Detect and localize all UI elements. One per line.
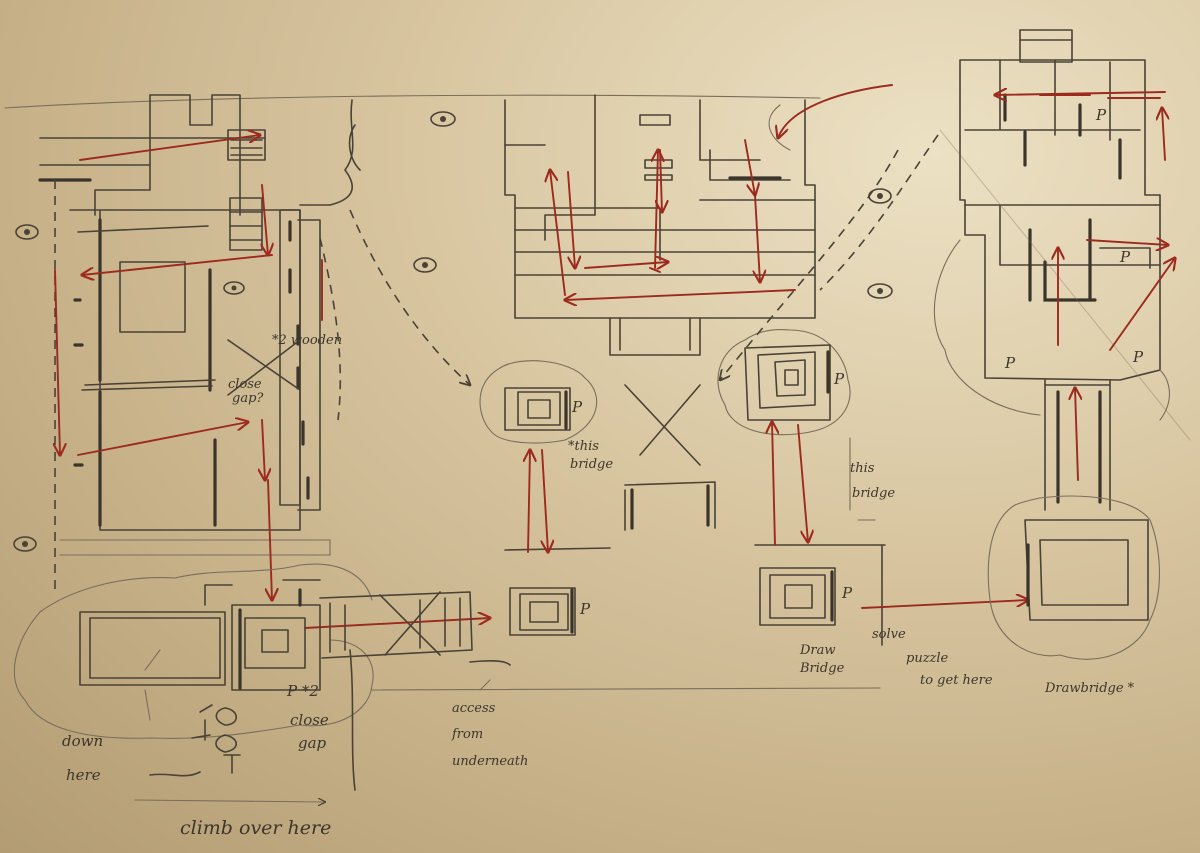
eye-icon	[15, 224, 39, 240]
label-access-underneath: access from underneath	[451, 701, 528, 769]
center-red-arrows	[550, 84, 893, 300]
svg-text:underneath: underneath	[452, 754, 528, 769]
svg-text:bridge: bridge	[570, 457, 613, 472]
graphite-links	[349, 134, 939, 385]
svg-text:P: P	[571, 398, 583, 416]
svg-text:solve: solve	[872, 627, 906, 642]
center-building	[504, 94, 816, 356]
svg-text:P: P	[1004, 354, 1016, 372]
svg-text:P *2: P *2	[286, 682, 319, 700]
svg-text:bridge: bridge	[852, 486, 895, 501]
svg-text:here: here	[66, 766, 101, 784]
bottom-left-island	[13, 563, 881, 802]
eye-icon	[867, 283, 893, 299]
label-solve-puzzle: solve puzzle to get here	[872, 627, 993, 688]
svg-text:to get here: to get here	[920, 673, 993, 688]
label-this-bridge-left: *this bridge	[568, 439, 613, 472]
svg-text:access: access	[452, 701, 496, 716]
svg-text:Draw: Draw	[799, 643, 836, 658]
svg-text:*this: *this	[568, 439, 599, 454]
label-this-bridge-right: this bridge	[850, 461, 895, 501]
svg-text:close: close	[228, 377, 262, 392]
bridge-arrows	[528, 422, 1028, 609]
right-red-arrows	[995, 92, 1175, 481]
left-building	[4, 94, 821, 590]
right-building	[933, 29, 1191, 511]
svg-text:from: from	[451, 727, 483, 742]
bottom-right-island	[987, 495, 1161, 660]
eye-icon	[413, 257, 437, 273]
eye-icon	[223, 281, 245, 295]
svg-text:Bridge: Bridge	[799, 661, 845, 676]
left-red-arrows	[55, 135, 490, 629]
label-climb-over-here: climb over here	[180, 817, 331, 839]
svg-text:gap?: gap?	[232, 391, 264, 406]
label-drawbridge-star: Drawbridge *	[1044, 681, 1135, 696]
svg-text:gap: gap	[298, 734, 327, 752]
svg-text:*2 wooden: *2 wooden	[272, 333, 342, 348]
eye-icon	[13, 536, 37, 552]
platform-markers: P P P P P P P P	[571, 106, 1144, 618]
eye-icon	[868, 188, 892, 204]
svg-text:P: P	[1119, 248, 1131, 266]
svg-text:down: down	[62, 732, 103, 750]
svg-text:close: close	[290, 711, 329, 729]
svg-text:P: P	[1095, 106, 1107, 124]
svg-text:puzzle: puzzle	[906, 651, 949, 666]
label-close-gap-bottom: P *2 close gap	[286, 682, 329, 752]
svg-text:P: P	[579, 600, 591, 618]
label-down-here: down here	[62, 732, 103, 784]
trophy-icon	[223, 754, 241, 774]
label-draw-bridge: Draw Bridge	[799, 643, 845, 676]
svg-text:P: P	[833, 370, 845, 388]
center-islands	[479, 329, 886, 646]
label-close-gap-top: *2 wooden close gap?	[228, 333, 342, 406]
eye-icon	[430, 111, 456, 127]
svg-text:P: P	[1132, 348, 1144, 366]
svg-text:P: P	[841, 584, 853, 602]
svg-text:this: this	[850, 461, 875, 476]
